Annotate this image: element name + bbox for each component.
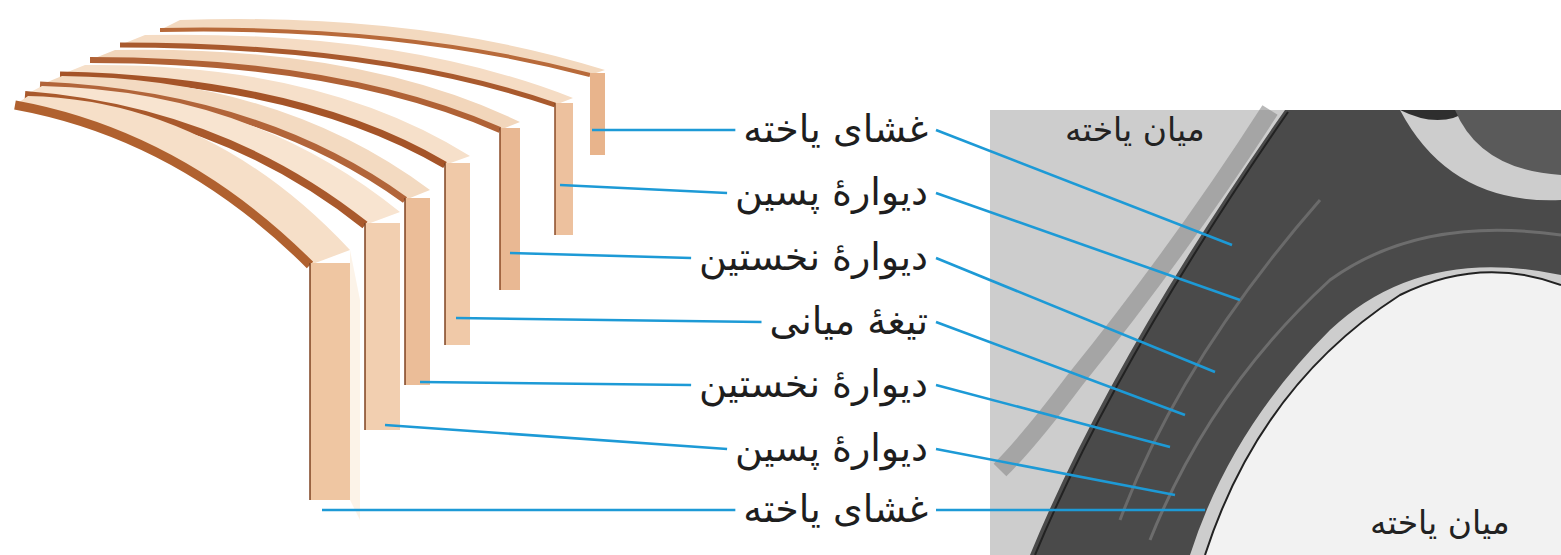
region-label: میان یاخته [1370,505,1510,541]
leader-line [936,322,1185,415]
wall-layers [15,19,605,520]
micrograph [990,110,1561,555]
leader-line [936,193,1240,300]
leader-line [592,129,735,132]
leader-line [560,185,727,193]
leader-line [936,509,1205,512]
leader-line [322,509,735,512]
part-label: غشای یاخته [743,109,928,151]
part-label: غشای یاخته [743,489,928,531]
leader-line [420,382,691,385]
part-label: دیوارهٔ نخستین [699,364,928,406]
part-label: تیغهٔ میانی [770,301,928,343]
leader-line [385,425,727,449]
part-label: دیوارهٔ پسین [735,428,928,470]
leader-line [456,318,762,322]
part-label: دیوارهٔ نخستین [699,237,928,279]
leader-line [936,258,1215,372]
region-label: میان یاخته [1065,112,1205,148]
leader-line [510,253,691,258]
leader-line [936,385,1170,447]
leader-line [936,449,1175,495]
part-label: دیوارهٔ پسین [735,172,928,214]
